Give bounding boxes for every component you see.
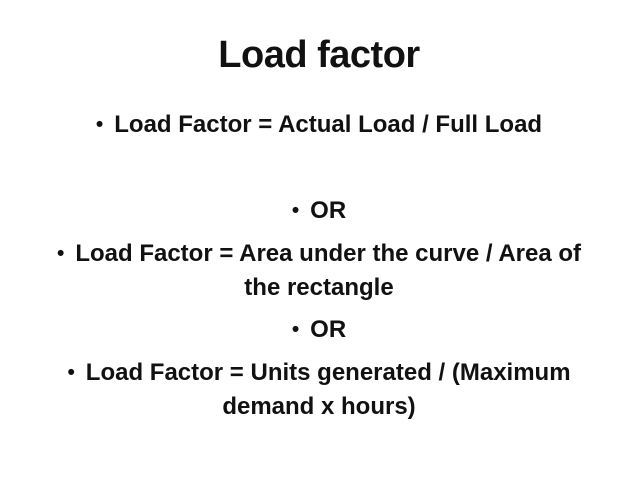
bullet-line: • OR — [10, 194, 628, 228]
bullet-text: OR — [310, 197, 347, 224]
bullet-text: Load Factor = Units generated / (Maximum — [85, 359, 571, 386]
bullet-item: • OR — [10, 194, 628, 228]
bullet-text: Load Factor = Area under the curve / Are… — [75, 240, 582, 267]
bullet-item: • Load Factor = Area under the curve / Ar… — [10, 237, 628, 304]
bullet-line: the rectangle — [10, 271, 628, 304]
slide-title: Load factor — [218, 34, 420, 76]
bullet-point-icon: • — [95, 113, 104, 136]
bullet-line: • OR — [10, 313, 628, 347]
bullet-text: OR — [310, 316, 347, 343]
bullet-line: • Load Factor = Units generated / (Maximu… — [10, 356, 628, 390]
bullet-item: • Load Factor = Actual Load / Full Load — [10, 108, 628, 142]
bullet-point-icon: • — [291, 318, 300, 341]
bullet-line: • Load Factor = Actual Load / Full Load — [10, 108, 628, 142]
bullet-point-icon: • — [56, 242, 65, 265]
bullet-text: demand x hours) — [222, 393, 416, 420]
bullet-line: • Load Factor = Area under the curve / Ar… — [10, 237, 628, 271]
bullet-point-icon: • — [291, 199, 300, 222]
bullet-text: Load Factor = Actual Load / Full Load — [114, 111, 543, 138]
bullet-item: • OR — [10, 313, 628, 347]
bullet-text: the rectangle — [244, 274, 394, 301]
bullet-list: • Load Factor = Actual Load / Full Load • O… — [0, 108, 638, 423]
bullet-item: • Load Factor = Units generated / (Maximu… — [10, 356, 628, 423]
bullet-line: demand x hours) — [10, 390, 628, 423]
bullet-point-icon: • — [67, 361, 75, 384]
